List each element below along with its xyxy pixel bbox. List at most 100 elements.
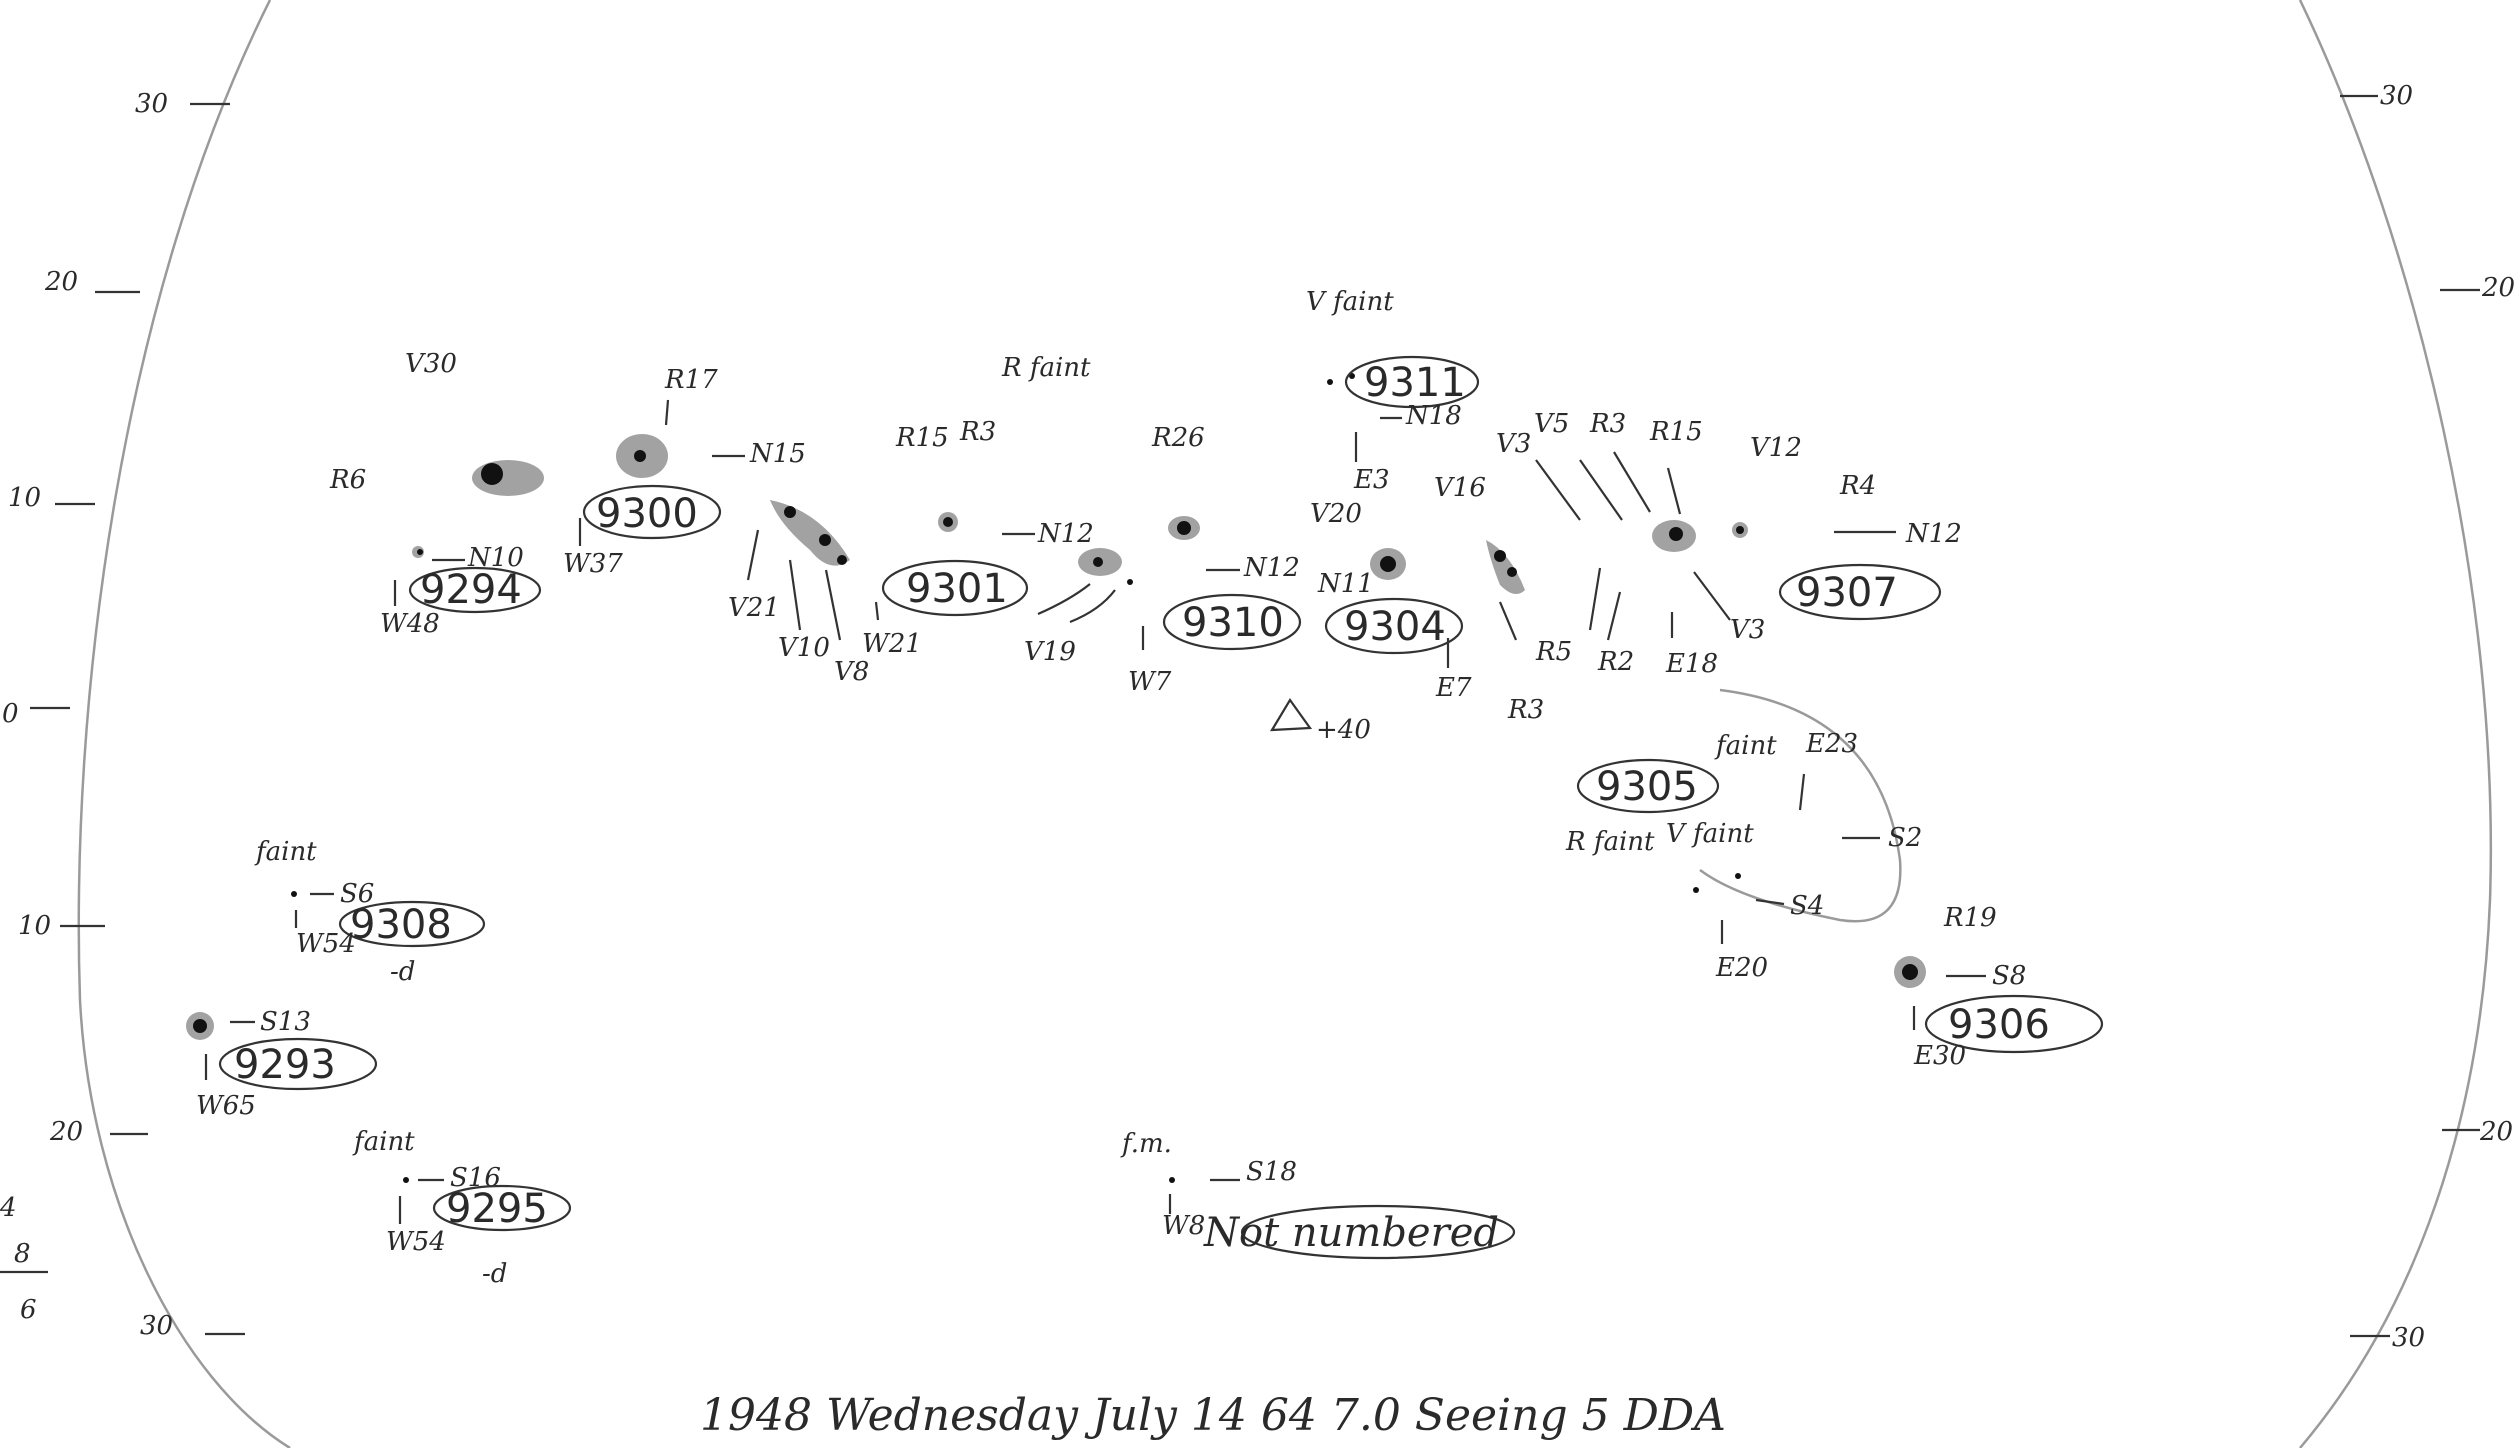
note-v30: V30 (405, 349, 457, 379)
marker-plus-40: +40 (1269, 697, 1371, 745)
note-r2: R2 (1597, 647, 1634, 677)
pos-s13: S13 (260, 1007, 311, 1037)
note-v12: V12 (1750, 433, 1802, 463)
pos-s8: S8 (1992, 961, 2026, 991)
note-v5: V5 (1534, 409, 1569, 439)
pos-n12-9310: N12 (1243, 553, 1300, 583)
dist-w8: W8 (1162, 1211, 1205, 1241)
note-r-faint-2: R faint (1565, 827, 1655, 857)
dist-e30: E30 (1913, 1041, 1966, 1071)
pos-n18: N18 (1405, 401, 1462, 431)
note-r3-a: R3 (959, 417, 996, 447)
solar-limb-left (77, 0, 291, 1448)
dist-e23: E23 (1805, 729, 1858, 759)
note-faint-9305: faint (1714, 731, 1777, 761)
group-number-9306: 9306 (1948, 1002, 2050, 1048)
note-faint-9295: faint (352, 1127, 415, 1157)
dist-e20: E20 (1715, 953, 1768, 983)
note-r5: R5 (1535, 637, 1572, 667)
margin-note-1: 4 (0, 1193, 17, 1223)
lat-label-left-30-south: 30 (140, 1311, 173, 1341)
group-number-9300: 9300 (596, 491, 698, 537)
pos-s4: S4 (1790, 891, 1824, 921)
note-v19: V19 (1024, 637, 1076, 667)
note-v10: V10 (778, 633, 830, 663)
note-v3-b: V3 (1730, 615, 1765, 645)
lat-label-left-20-north: 20 (44, 267, 78, 297)
footer-date-line: 1948 Wednesday July 14 64 7.0 Seeing 5 D… (700, 1390, 1726, 1441)
dist-e18: E18 (1665, 649, 1718, 679)
margin-note-3: 6 (20, 1295, 37, 1325)
group-number-9310: 9310 (1182, 600, 1284, 646)
dist-w65: W65 (196, 1091, 256, 1121)
group-number-9293: 9293 (234, 1042, 336, 1088)
group-number-9301: 9301 (906, 566, 1008, 612)
pos-n12-9307: N12 (1905, 519, 1962, 549)
note-r6: R6 (329, 465, 366, 495)
note-r4: R4 (1839, 471, 1876, 501)
lat-label-left-10-south: 10 (18, 911, 51, 941)
label-not-numbered: Not numbered (1203, 1210, 1499, 1256)
sunspot-group-9305: 9305 faint E23 S2 R faint V faint S4 E20 (1565, 688, 1922, 983)
note-r15-b: R15 (1649, 417, 1703, 447)
sunspot-group-9308: faint S6 9308 W54 -d (254, 837, 486, 987)
sunspot-group-9310: R26 N12 9310 V19 W7 (1024, 423, 1302, 697)
note-v8: V8 (834, 657, 869, 687)
sunspot-group-9295: faint S16 9295 W54 -d (352, 1127, 572, 1289)
sunspot-group-9307: V12 R4 N12 9307 E18 V3 (1652, 433, 1962, 679)
note-v3: V3 (1496, 429, 1531, 459)
dist-w54-9295: W54 (386, 1227, 446, 1257)
dist-w54-9308: W54 (296, 929, 356, 959)
note-v-faint-2: V faint (1666, 819, 1754, 849)
lat-label-left-equator: 0 (2, 699, 19, 729)
sunspot-group-9306: R19 S8 9306 E30 (1894, 903, 2104, 1071)
spot-v30: V30 (405, 349, 544, 496)
pos-n11: N11 (1317, 569, 1374, 599)
group-number-9307: 9307 (1796, 570, 1898, 616)
pos-s2: S2 (1888, 823, 1922, 853)
note-r15-a: R15 (895, 423, 949, 453)
pos-n15: N15 (749, 439, 806, 469)
lat-label-left-30-north: 30 (135, 89, 168, 119)
pos-s6: S6 (340, 879, 374, 909)
sunspot-group-9301: R15 R3 R faint N12 9301 V21 V10 V8 W21 (728, 353, 1094, 687)
not-numbered-spot: f.m. S18 W8 Not numbered (1120, 1129, 1516, 1260)
note-v21: V21 (728, 593, 780, 623)
left-margin-notes: 4 8 6 (0, 1193, 48, 1325)
group-number-9304: 9304 (1344, 604, 1446, 650)
sunspot-group-9311: V faint 9311 N18 E3 (1306, 287, 1480, 495)
note-v20: V20 (1310, 499, 1362, 529)
group-number-9295: 9295 (446, 1186, 548, 1232)
note-r26: R26 (1151, 423, 1205, 453)
note-plus-40: +40 (1316, 715, 1371, 745)
lat-label-right-30-north: 30 (2380, 81, 2413, 111)
dist-w21: W21 (862, 629, 922, 659)
dist-e7: E7 (1435, 673, 1472, 703)
latitude-ticks-left: 30 20 10 0 10 20 30 (2, 89, 245, 1341)
note-d-1: -d (390, 957, 415, 987)
note-r3-c: R3 (1507, 695, 1544, 725)
lat-label-left-10-north: 10 (8, 483, 41, 513)
pos-n12-9301: N12 (1037, 519, 1094, 549)
lat-label-right-30-south: 30 (2392, 1323, 2425, 1353)
margin-note-2: 8 (14, 1239, 31, 1269)
note-r-faint: R faint (1001, 353, 1091, 383)
note-r17: R17 (664, 365, 718, 395)
pos-s18: S18 (1246, 1157, 1297, 1187)
note-v16: V16 (1434, 473, 1486, 503)
dist-w37: W37 (563, 549, 623, 579)
group-number-9305: 9305 (1596, 764, 1698, 810)
dist-e3: E3 (1353, 465, 1390, 495)
dist-w48: W48 (380, 609, 440, 639)
group-number-9311: 9311 (1364, 360, 1466, 406)
dist-w7: W7 (1128, 667, 1172, 697)
group-number-9294: 9294 (420, 567, 522, 613)
solar-limb-right (2298, 0, 2493, 1448)
lat-label-right-20-north: 20 (2481, 273, 2514, 303)
sunspot-group-9294: R6 N10 9294 W48 (329, 465, 542, 639)
group-number-9308: 9308 (350, 902, 452, 948)
lat-label-left-20-south: 20 (49, 1117, 83, 1147)
spot-cluster-central: V16 V3 V5 R3 R15 R5 R2 R3 (1434, 409, 1703, 725)
note-r19: R19 (1943, 903, 1997, 933)
note-r3-b: R3 (1589, 409, 1626, 439)
